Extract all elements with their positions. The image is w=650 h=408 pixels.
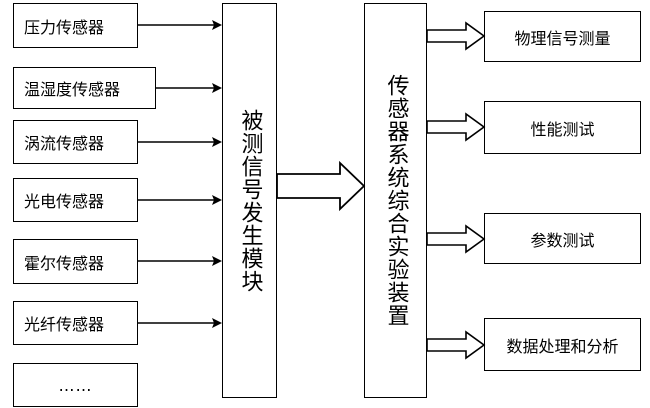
output-box-performance-test: 性能测试	[484, 101, 641, 154]
sensor-label: 涡流传感器	[24, 134, 105, 153]
sensor-box-more: ……	[13, 363, 138, 407]
sensor-box-optical-fiber: 光纤传感器	[13, 301, 138, 345]
sensor-box-temperature-humidity: 温湿度传感器	[13, 67, 156, 109]
arrow-head	[212, 318, 222, 328]
sensor-label: 光电传感器	[24, 192, 105, 211]
sensor-box-hall: 霍尔传感器	[13, 239, 138, 284]
hollow-arrow-output	[426, 330, 486, 360]
sensor-label: 温湿度传感器	[24, 80, 121, 99]
sensor-label: ……	[58, 375, 93, 395]
hollow-arrow-output	[426, 224, 486, 254]
output-label: 物理信号测量	[514, 28, 611, 48]
output-box-physical-measurement: 物理信号测量	[484, 11, 641, 62]
arrow-head	[212, 256, 222, 266]
hollow-arrow-main	[276, 160, 366, 212]
output-box-data-processing: 数据处理和分析	[484, 318, 641, 371]
arrow-head	[212, 137, 222, 147]
arrow-head	[212, 83, 222, 93]
hollow-arrow-output	[426, 21, 486, 51]
output-label: 参数测试	[530, 230, 595, 250]
device-label: 传感器系统综合实验装置	[383, 74, 409, 327]
experiment-device: 传感器系统综合实验装置	[364, 3, 427, 398]
sensor-box-pressure: 压力传感器	[13, 3, 138, 48]
output-box-parameter-test: 参数测试	[484, 213, 641, 264]
sensor-label: 霍尔传感器	[24, 253, 105, 273]
sensor-box-eddy-current: 涡流传感器	[13, 120, 138, 164]
output-label: 数据处理和分析	[506, 336, 619, 356]
signal-generator-module: 被测信号发生模块	[222, 3, 277, 398]
sensor-box-photoelectric: 光电传感器	[13, 178, 138, 222]
hollow-arrow-output	[426, 112, 486, 142]
sensor-label: 光纤传感器	[24, 315, 105, 334]
generator-label: 被测信号发生模块	[237, 108, 263, 293]
arrow-head	[212, 20, 222, 30]
arrow-head	[212, 195, 222, 205]
output-label: 性能测试	[530, 119, 595, 139]
sensor-label: 压力传感器	[24, 17, 105, 37]
